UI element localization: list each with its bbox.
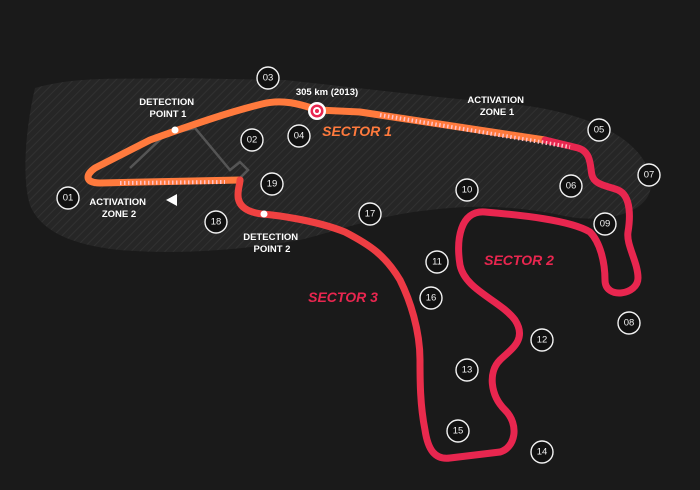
turn-12-marker: 12 — [530, 328, 554, 352]
turn-17-label: 17 — [365, 209, 376, 220]
turn-10-label: 10 — [462, 185, 473, 196]
detection-point-1-marker — [171, 126, 179, 134]
turn-markers: 01 02 03 04 05 06 07 08 09 10 11 12 13 1… — [56, 66, 661, 464]
activation-zone-1-line1: ACTIVATION — [467, 95, 524, 106]
turn-01-label: 01 — [63, 193, 74, 204]
sector-3-track — [234, 176, 504, 462]
activation-zone-2-label: ACTIVATION ZONE 2 — [89, 197, 148, 220]
turn-05-marker: 05 — [587, 118, 611, 142]
turn-03-marker: 03 — [256, 66, 280, 90]
turn-04-marker: 04 — [287, 124, 311, 148]
turn-18-marker: 18 — [204, 210, 228, 234]
activation-zone-2-stripe — [119, 180, 226, 185]
activation-zone-1-line2: ZONE 1 — [480, 107, 515, 118]
turn-02-marker: 02 — [240, 128, 264, 152]
turn-15-marker: 15 — [446, 419, 470, 443]
activation-zone-1-label: ACTIVATION ZONE 1 — [467, 95, 526, 118]
turn-03-label: 03 — [263, 73, 274, 84]
turn-09-label: 09 — [600, 219, 611, 230]
turn-07-marker: 07 — [637, 163, 661, 187]
turn-08-marker: 08 — [617, 311, 641, 335]
turn-18-label: 18 — [211, 217, 222, 228]
activation-zone-1-stripe — [379, 113, 571, 149]
turn-16-marker: 16 — [419, 286, 443, 310]
turn-06-label: 06 — [566, 181, 577, 192]
activation-zone-2-line1: ACTIVATION — [89, 197, 146, 208]
turn-17-marker: 17 — [358, 202, 382, 226]
turn-14-marker: 14 — [530, 440, 554, 464]
sector-3-label: SECTOR 3 — [308, 289, 378, 305]
turn-02-label: 02 — [247, 135, 258, 146]
turn-13-label: 13 — [462, 365, 473, 376]
sector-1-label: SECTOR 1 — [322, 123, 392, 139]
turn-10-marker: 10 — [455, 178, 479, 202]
turn-12-label: 12 — [537, 335, 548, 346]
turn-08-label: 08 — [624, 318, 635, 329]
record-label: 305 km (2013) — [296, 87, 358, 98]
detection-point-2-marker — [260, 210, 268, 218]
turn-04-label: 04 — [294, 131, 305, 142]
detection-point-2-line2: POINT 2 — [254, 244, 291, 255]
turn-11-label: 11 — [432, 257, 442, 268]
activation-arrow-icon — [166, 194, 177, 206]
turn-07-label: 07 — [644, 170, 655, 181]
turn-14-label: 14 — [537, 447, 548, 458]
turn-01-marker: 01 — [56, 186, 80, 210]
sector-1-track — [84, 98, 549, 187]
detection-point-1-line1: DETECTION — [139, 97, 194, 108]
turn-11-marker: 11 — [425, 250, 449, 274]
record-marker — [308, 102, 326, 120]
turn-19-label: 19 — [267, 179, 278, 190]
detection-point-2-label: DETECTION POINT 2 — [243, 232, 301, 255]
turn-09-marker: 09 — [593, 212, 617, 236]
detection-point-1-label: DETECTION POINT 1 — [139, 97, 197, 120]
turn-06-marker: 06 — [559, 174, 583, 198]
terrain-background — [25, 78, 652, 252]
turn-13-marker: 13 — [455, 358, 479, 382]
turn-16-label: 16 — [426, 293, 437, 304]
turn-19-marker: 19 — [260, 172, 284, 196]
turn-05-label: 05 — [594, 125, 605, 136]
activation-zone-2-line2: ZONE 2 — [102, 209, 136, 220]
detection-point-2-line1: DETECTION — [243, 232, 298, 243]
sector-2-track — [455, 136, 642, 456]
detection-point-1-line2: POINT 1 — [150, 109, 188, 120]
sector-2-label: SECTOR 2 — [484, 252, 554, 268]
turn-15-label: 15 — [453, 426, 464, 437]
